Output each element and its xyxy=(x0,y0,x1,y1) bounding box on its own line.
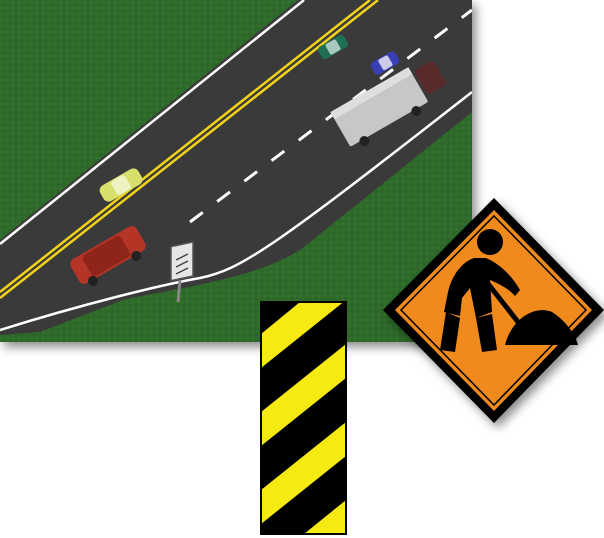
center-line-yellow-b xyxy=(0,0,379,299)
yellow-car xyxy=(99,168,143,202)
hazard-marker xyxy=(260,301,347,535)
lower-edge-line xyxy=(0,91,472,332)
merge-sign-icon xyxy=(170,241,194,303)
center-line-yellow-a xyxy=(0,0,371,293)
dashed-lane-line xyxy=(189,8,472,224)
blue-car xyxy=(370,51,400,75)
work-zone-sign xyxy=(383,198,604,423)
semi-truck xyxy=(330,60,446,147)
green-car xyxy=(317,34,349,60)
object-marker-icon xyxy=(261,302,346,534)
upper-edge-line xyxy=(0,0,305,245)
worker-shoveling-icon xyxy=(440,229,578,352)
red-station-wagon xyxy=(70,226,146,286)
exit-ramp xyxy=(60,60,472,300)
